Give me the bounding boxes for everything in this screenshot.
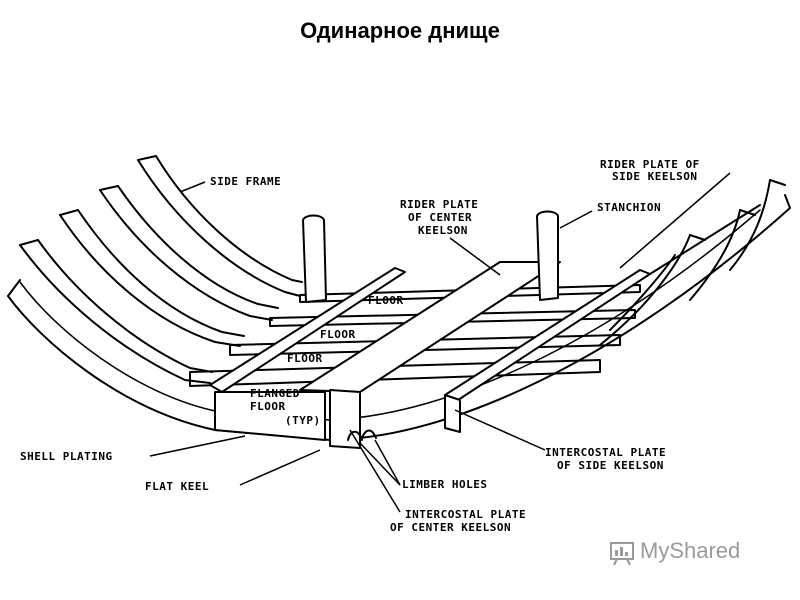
label-intercostal-center-1: INTERCOSTAL PLATE [405, 508, 526, 521]
stanchions [302, 210, 559, 303]
label-flanged-floor-1: FLANGED [250, 387, 300, 400]
label-flat-keel: FLAT KEEL [145, 480, 209, 493]
label-limber-holes: LIMBER HOLES [402, 478, 487, 491]
intercostal-side [444, 394, 461, 433]
label-floor-1: FLOOR [368, 294, 404, 307]
label-rider-plate-center-1: RIDER PLATE [400, 198, 478, 211]
label-floor-3: FLOOR [287, 352, 323, 365]
flanged-floor [214, 391, 326, 441]
watermark: MyShared [640, 538, 741, 563]
label-rider-plate-center-2: OF CENTER [408, 211, 472, 224]
label-intercostal-side-1: INTERCOSTAL PLATE [545, 446, 666, 459]
label-intercostal-side-2: OF SIDE KEELSON [557, 459, 664, 472]
label-flanged-floor-2: FLOOR [250, 400, 286, 413]
label-flanged-floor-3: (TYP) [285, 414, 321, 427]
limber-hole-1 [347, 430, 363, 441]
rider-plate-side-left [209, 267, 406, 393]
label-side-frame: SIDE FRAME [210, 175, 281, 188]
label-rider-plate-side-1: RIDER PLATE OF [600, 158, 700, 171]
myshared-logo-icon [610, 542, 634, 566]
page-title: Одинарное днище [300, 18, 500, 43]
label-rider-plate-center-3: KEELSON [418, 224, 468, 237]
label-floor-2: FLOOR [320, 328, 356, 341]
side-frames-left [19, 155, 303, 384]
limber-hole-2 [361, 429, 377, 439]
rider-plate-center [299, 261, 561, 393]
label-shell-plating: SHELL PLATING [20, 450, 113, 463]
label-stanchion: STANCHION [597, 201, 661, 214]
label-intercostal-center-2: OF CENTER KEELSON [390, 521, 511, 534]
label-rider-plate-side-2: SIDE KEELSON [612, 170, 697, 183]
floors [189, 284, 641, 387]
